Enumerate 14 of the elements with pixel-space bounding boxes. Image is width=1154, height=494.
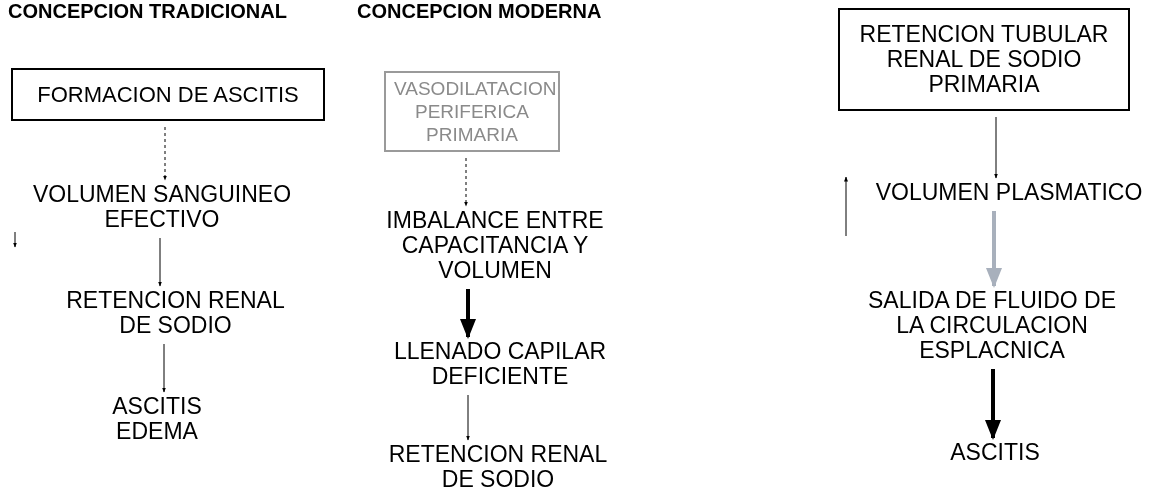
- arrow: [464, 157, 468, 207]
- process-box: RETENCION TUBULAR RENAL DE SODIO PRIMARIA: [838, 8, 1130, 111]
- process-box: VASODILATACION PERIFERICA PRIMARIA: [384, 71, 560, 152]
- column-heading: CONCEPCION TRADICIONAL: [8, 0, 287, 22]
- arrow: [163, 126, 167, 181]
- process-box: FORMACION DE ASCITIS: [11, 68, 325, 121]
- arrow: [994, 116, 998, 179]
- arrow: [460, 289, 476, 339]
- arrow: [162, 343, 166, 393]
- arrow: [986, 211, 1002, 288]
- arrow: [466, 394, 470, 441]
- column-heading: CONCEPCION MODERNA: [357, 0, 602, 22]
- arrow: [158, 237, 162, 287]
- arrow: [985, 369, 1001, 440]
